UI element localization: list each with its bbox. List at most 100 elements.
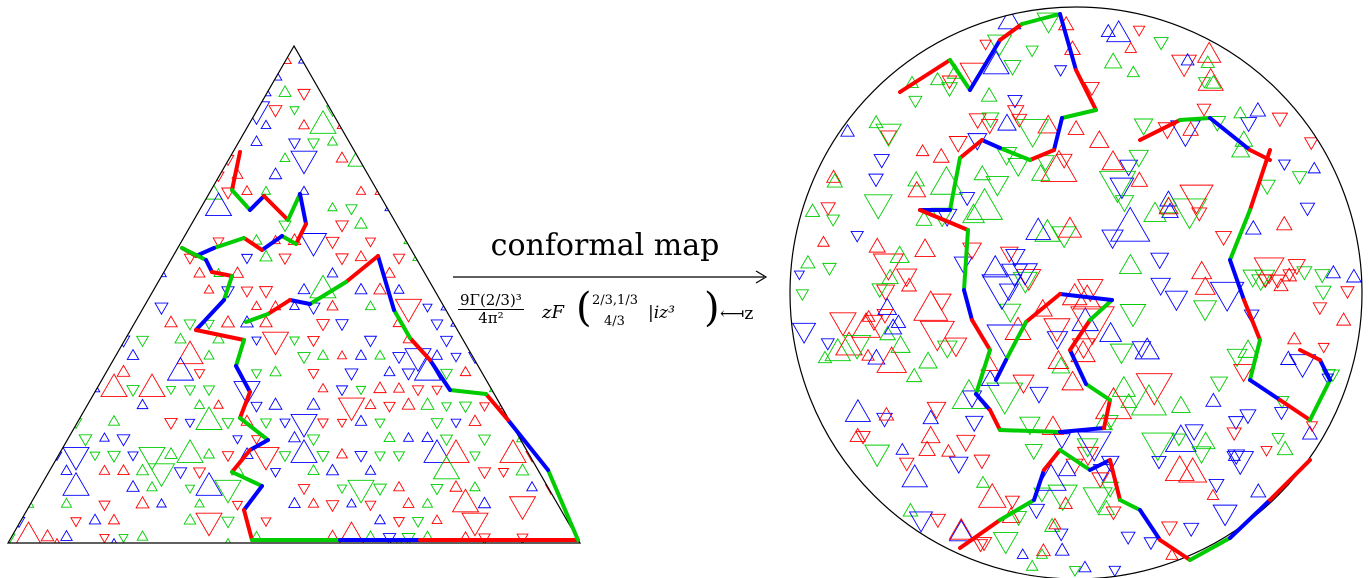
triangle-loop [62,471,90,496]
disk-interface-segment [958,138,984,160]
triangle-loop [290,414,318,438]
triangle-loop [326,135,339,146]
triangle-loop [442,438,470,463]
triangle-loop [534,397,549,410]
triangle-loop [116,364,131,377]
triangle-loop [404,348,432,373]
disk-loop [1208,478,1225,494]
disk-loop [1153,37,1170,51]
triangle-loop [449,121,463,134]
triangle-loop [166,192,195,217]
disk-loop [1055,153,1073,169]
triangle-interface-segment [260,234,284,252]
triangle-loop [373,381,387,394]
triangle-loop [392,480,406,492]
triangle-loop [250,435,263,445]
triangle-loop [193,398,206,409]
triangle-loop [374,418,386,429]
triangle-loop [8,504,14,529]
conformal-map-formula: 9Γ(2/3)³ 4π² zF ( 2/3,1/3 4/3 |iz³ ) ⟻z [452,288,772,352]
triangle-loop [355,185,367,195]
disk-interface-segment [1068,348,1088,386]
disk-loop [986,382,1024,415]
formula-coefficient: 9Γ(2/3)³ 4π² [458,292,524,327]
triangle-loop [316,451,330,463]
triangle-loop [431,385,443,396]
disk-loop [898,457,915,472]
triangle-loop [364,500,377,512]
disk-loop [980,119,999,135]
triangle-loop [527,548,537,557]
triangle-loop [268,105,283,118]
disk-loop [1226,451,1255,476]
triangle-loop [374,349,386,360]
triangle-loop [31,187,45,200]
disk-loop [1024,444,1044,461]
disk-interface-segment [948,58,972,92]
disk-loop [1196,103,1212,117]
disk-loop [1101,229,1124,250]
triangle-loop [202,154,216,167]
triangle-loop [290,150,318,175]
triangle-loop [440,69,453,80]
triangle-loop [411,517,425,528]
disk-loop [1000,263,1029,288]
triangle-loop [469,451,481,462]
triangle-loop [155,201,168,212]
triangle-loop [506,89,520,101]
triangle-loop [78,269,93,283]
triangle-loop [392,451,406,463]
disk-interface-segment [1060,108,1098,120]
triangle-loop [430,319,444,331]
disk-loop [908,95,923,109]
disk-loop [907,170,926,187]
disk-loop [1227,449,1246,466]
triangle-loop [88,282,102,295]
disk-loop [844,398,872,422]
disk-interface-segment [1242,298,1262,342]
disk-loop [1007,94,1023,109]
triangle-loop [241,53,253,64]
triangle-loop [354,249,368,262]
triangle-loop [450,418,462,429]
triangle-interface-segment [308,280,348,306]
triangle-interface-segment [262,194,290,222]
disk-loop [840,123,856,137]
disk-loop [1249,101,1267,117]
disk-loop [997,8,1022,30]
triangle-loop [13,448,25,459]
disk-loop [1012,263,1039,286]
disk-loop [929,513,947,529]
triangle-loop [306,335,321,348]
disk-loop [1041,415,1065,435]
triangle-loop [106,450,122,464]
disk-loop [1205,392,1222,407]
triangle-loop [584,189,594,198]
triangle-loop [325,463,340,476]
triangle-loop [372,483,388,497]
disk-interface-segment [1178,116,1212,122]
triangle-loop [354,282,368,295]
disk-loop [829,312,857,337]
triangle-loop [98,500,111,512]
triangle-loop [335,52,349,64]
disk-loop [1071,338,1096,360]
disk-loop [955,434,976,453]
disk-interface-segment [1068,318,1092,352]
triangle-loop [87,216,103,229]
disk-loop [1276,440,1294,456]
triangle-loop [69,385,83,397]
disk-loop [1209,376,1229,393]
disk-loop [864,444,891,468]
disk-loop [1109,206,1151,242]
triangle-loop [233,381,261,405]
triangle-loop [176,340,204,365]
triangle-loop [288,300,301,311]
triangle-loop [31,414,45,426]
disk-loop [1126,65,1141,78]
disk-loop [1282,269,1297,282]
disk-loop [1260,446,1273,457]
disk-loop [1194,276,1216,295]
disk-interface-segment [1052,116,1064,152]
disk-loop [1047,484,1078,512]
